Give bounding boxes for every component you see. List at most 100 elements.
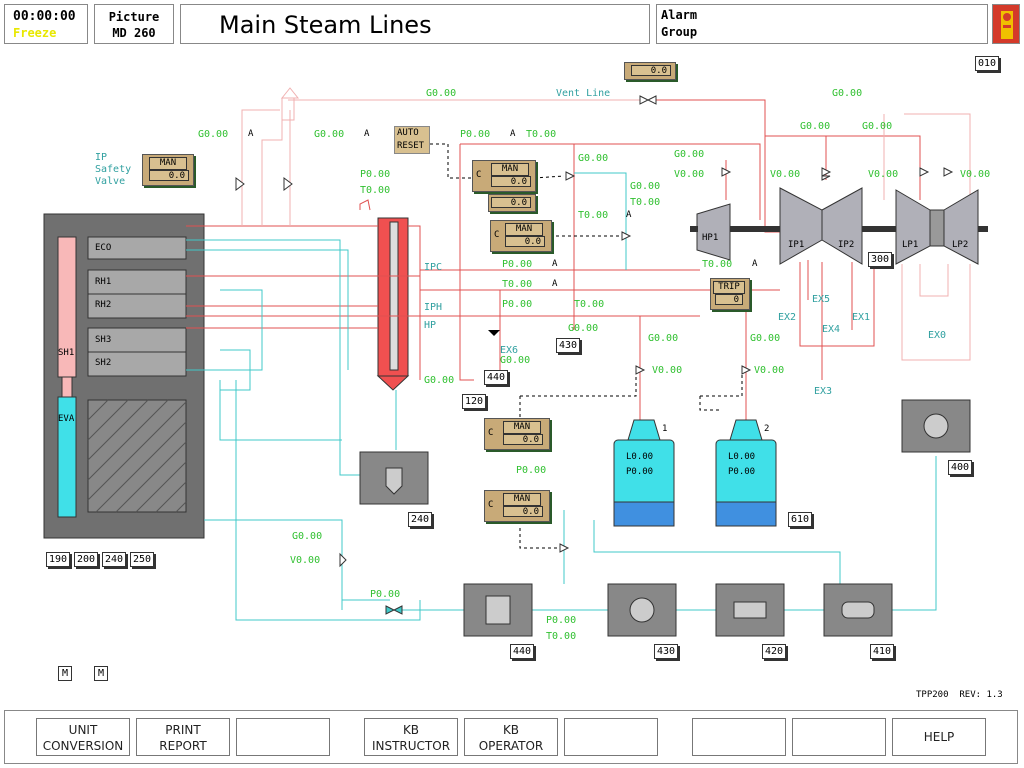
link-430[interactable]: 430 — [556, 338, 581, 353]
ex6-label: EX6 — [500, 345, 519, 356]
lp2-turbine — [943, 189, 979, 265]
reading: V0.00 — [960, 169, 991, 180]
tank-1-number: 1 — [662, 424, 668, 434]
sim-time: 00:00:00 — [13, 9, 76, 24]
function-key-6[interactable] — [564, 718, 658, 756]
freeze-status: Freeze — [13, 26, 57, 40]
controller-c3[interactable]: C MAN 0.0 — [484, 418, 550, 450]
controller-value: 0.0 — [491, 197, 531, 208]
link-410[interactable]: 410 — [870, 644, 895, 659]
reading: A — [552, 279, 558, 289]
sh2-label: SH2 — [95, 358, 112, 368]
controller-c1-secondary[interactable]: 0.0 — [488, 194, 536, 212]
reading: T0.00 — [574, 299, 605, 310]
revision-code: TPP200 REV: 1.3 — [916, 690, 1003, 700]
function-key-7[interactable] — [692, 718, 786, 756]
link-120[interactable]: 120 — [462, 394, 487, 409]
reading: G0.00 — [198, 129, 229, 140]
reading: V0.00 — [674, 169, 705, 180]
reading: G0.00 — [800, 121, 831, 132]
vent-line-label: Vent Line — [556, 88, 611, 99]
reading: A — [626, 210, 632, 220]
link-190[interactable]: 190 — [46, 552, 71, 567]
ip2-label: IP2 — [838, 240, 855, 250]
tank-1-pressure: P0.00 — [626, 467, 654, 477]
m-button[interactable]: M — [58, 666, 73, 681]
mode-button[interactable]: MAN — [503, 421, 541, 434]
link-440[interactable]: 440 — [510, 644, 535, 659]
auto-reset-panel[interactable]: AUTO RESET — [394, 126, 430, 154]
tank-2-pressure: P0.00 — [728, 467, 756, 477]
tank-1-level: L0.00 — [626, 452, 654, 462]
page-code[interactable]: 010 — [975, 56, 1000, 71]
tank-2-number: 2 — [764, 424, 770, 434]
reading: P0.00 — [516, 465, 547, 476]
link-250[interactable]: 250 — [130, 552, 155, 567]
mode-button[interactable]: MAN — [491, 163, 529, 176]
auto-button[interactable]: AUTO — [397, 128, 419, 138]
m-button[interactable]: M — [94, 666, 109, 681]
vent-valve-controller[interactable]: 0.0 — [624, 62, 676, 80]
link-430[interactable]: 430 — [654, 644, 679, 659]
lp2-label: LP2 — [952, 240, 969, 250]
link-300[interactable]: 300 — [868, 252, 893, 267]
reading: P0.00 — [370, 589, 401, 600]
ip-safety-controller[interactable]: MAN 0.0 — [142, 154, 194, 186]
reading: A — [248, 129, 254, 139]
rh2-label: RH2 — [95, 300, 112, 310]
link-240[interactable]: 240 — [408, 512, 433, 527]
reading: V0.00 — [754, 365, 785, 376]
controller-c4[interactable]: C MAN 0.0 — [484, 490, 550, 522]
link-440[interactable]: 440 — [484, 370, 509, 385]
reading: V0.00 — [290, 555, 321, 566]
tank-2-level: L0.00 — [728, 452, 756, 462]
reset-button[interactable]: RESET — [397, 141, 425, 151]
reading: G0.00 — [832, 88, 863, 99]
reading: V0.00 — [770, 169, 801, 180]
vent-flow: G0.00 — [426, 88, 457, 99]
reading: G0.00 — [648, 333, 679, 344]
reading: G0.00 — [314, 129, 345, 140]
link-240[interactable]: 240 — [102, 552, 127, 567]
alarm-group-panel[interactable]: Alarm Group — [656, 4, 988, 44]
mode-button[interactable]: MAN — [149, 157, 187, 170]
link-610[interactable]: 610 — [788, 512, 813, 527]
reading: G0.00 — [674, 149, 705, 160]
controller-value: 0.0 — [503, 434, 543, 445]
drum-pressure: P0.00 — [360, 169, 391, 180]
sh1-label: SH1 — [58, 348, 75, 358]
help-button[interactable]: HELP — [892, 718, 986, 756]
reading: G0.00 — [500, 355, 531, 366]
reading: T0.00 — [502, 279, 533, 290]
ex2-label: EX2 — [778, 312, 797, 323]
function-key-8[interactable] — [792, 718, 886, 756]
lp1-label: LP1 — [902, 240, 919, 250]
iph-label: IPH — [424, 302, 443, 313]
mode-button[interactable]: MAN — [503, 493, 541, 506]
picture-label: Picture — [108, 10, 160, 24]
rh1-section — [87, 269, 187, 295]
reading: V0.00 — [652, 365, 683, 376]
function-key-3[interactable] — [236, 718, 330, 756]
controller-value: 0.0 — [503, 506, 543, 517]
controller-c2[interactable]: C MAN 0.0 — [490, 220, 552, 252]
group-label: Group — [661, 25, 698, 39]
link-420[interactable]: 420 — [762, 644, 787, 659]
reading: G0.00 — [862, 121, 893, 132]
sh3-label: SH3 — [95, 335, 112, 345]
reading: T0.00 — [546, 631, 577, 642]
link-400[interactable]: 400 — [948, 460, 973, 475]
controller-c1[interactable]: C MAN 0.0 — [472, 160, 536, 192]
trip-button[interactable]: TRIP — [713, 281, 745, 294]
mode-button[interactable]: MAN — [505, 223, 543, 236]
drum-temperature: T0.00 — [360, 185, 391, 196]
ex0-label: EX0 — [928, 330, 947, 341]
link-200[interactable]: 200 — [74, 552, 99, 567]
hp-label: HP — [424, 320, 437, 331]
picture-id: MD 260 — [112, 26, 156, 40]
trip-panel[interactable]: TRIP 0 — [710, 278, 750, 310]
